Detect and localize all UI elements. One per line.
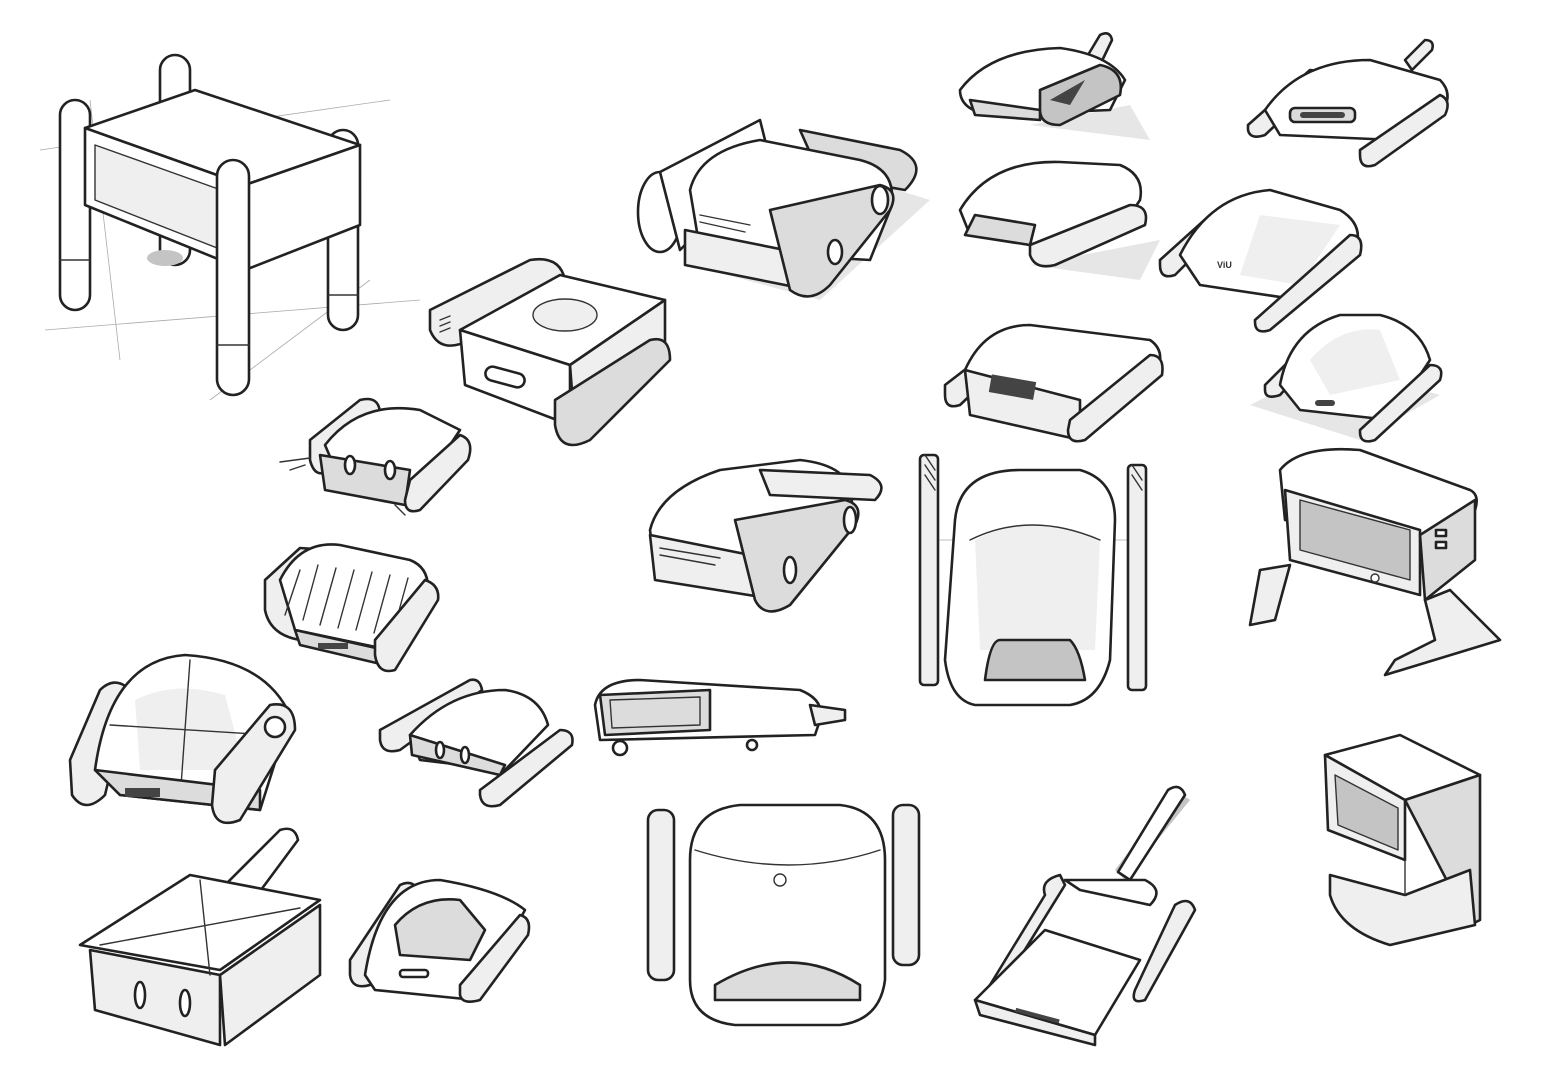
robot-tall-front-sketch — [918, 453, 1148, 707]
robot-hood-sketch — [1250, 313, 1443, 443]
robot-round-lid-sketch — [428, 257, 672, 447]
mouse-robot-sketch — [958, 32, 1150, 140]
scooper-sketch — [973, 785, 1197, 1047]
robot-vent-sketch — [648, 458, 883, 613]
robot-flat-sketch — [378, 678, 574, 808]
robot-roller-sketch — [636, 118, 930, 300]
robot-angled-sketch — [958, 160, 1160, 280]
cube-dock-sketch — [1323, 733, 1482, 947]
vacuum-side-sketch — [593, 678, 847, 757]
robot-small-sketch — [279, 397, 472, 516]
robot-logo-sketch: ViU — [1158, 188, 1363, 333]
robot-screen-sketch — [943, 323, 1164, 443]
robot-front-sketch — [646, 803, 921, 1027]
robot-handle-box-sketch — [78, 827, 322, 1047]
robot-dome-sketch — [68, 653, 297, 825]
robot-antenna-sketch — [1246, 38, 1449, 168]
side-table-sketch — [39, 53, 421, 401]
robot-grille-sketch — [263, 543, 440, 673]
robot-logo-text: ViU — [1217, 260, 1232, 270]
dock-station-sketch — [1248, 447, 1502, 677]
robot-compact-sketch — [348, 878, 531, 1003]
